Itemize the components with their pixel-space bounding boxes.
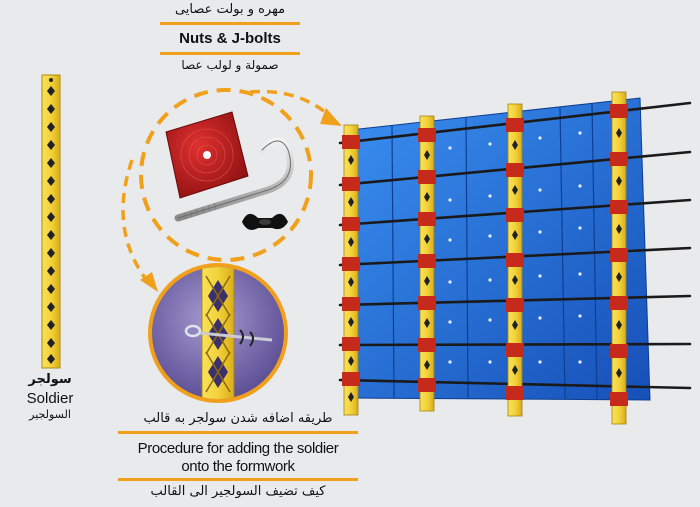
procedure-label-english-line2: onto the formwork	[181, 458, 295, 475]
nuts-label-farsi: مهره و بولت عصایی	[174, 2, 286, 17]
soldier-column-4	[610, 91, 628, 425]
rule-bottom-2	[118, 478, 358, 481]
arrow-to-lens	[121, 159, 158, 292]
nuts-jbolts-detail	[139, 88, 313, 262]
arrow-to-formwork	[249, 89, 342, 126]
soldier-label-arabic: السولجير	[29, 408, 71, 421]
procedure-label-farsi: طریقه اضافه شدن سولجر به قالب	[143, 411, 333, 426]
wing-nut-icon	[242, 213, 288, 230]
soldier-label-english: Soldier	[26, 390, 74, 407]
zoom-lens-detail	[148, 263, 288, 403]
rule-bottom-1	[118, 431, 358, 434]
j-bolt-icon	[174, 137, 294, 222]
procedure-label-arabic: کیف تضیف السولجیر الی القالب	[150, 484, 326, 499]
soldier-column-1	[342, 124, 360, 416]
soldier-column-2	[418, 115, 436, 412]
soldier-label-farsi: سولجر	[28, 372, 72, 387]
soldier-column-3	[506, 103, 524, 417]
procedure-label-english-line1: Procedure for adding the soldier	[137, 440, 339, 457]
nuts-label-arabic: صمولة و لولب عصا	[181, 58, 279, 72]
plate-washer-icon	[165, 111, 249, 199]
rule-top-1	[160, 22, 300, 25]
rule-top-2	[160, 52, 300, 55]
soldier-column-standalone	[41, 74, 61, 369]
nuts-label-english: Nuts & J-bolts	[179, 30, 281, 47]
